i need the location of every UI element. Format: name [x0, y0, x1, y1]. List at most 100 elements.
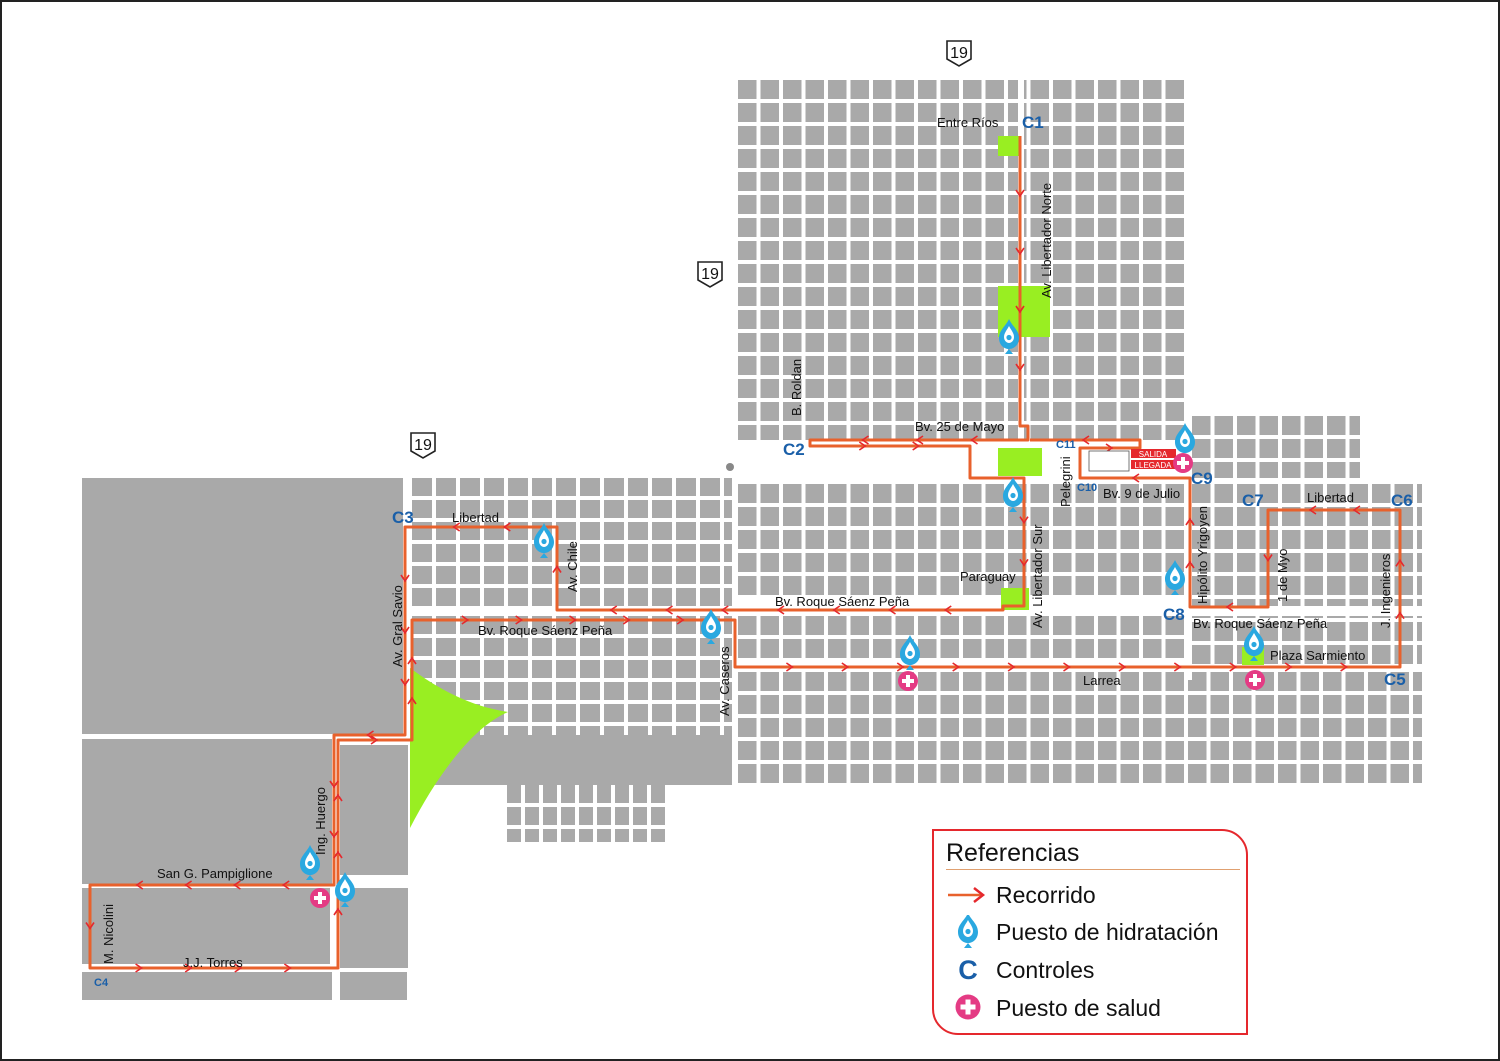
control-c1[interactable]: C1 [1022, 113, 1044, 132]
control-c9[interactable]: C9 [1191, 469, 1213, 488]
city-block [1030, 80, 1049, 99]
control-points[interactable]: C1 C2 C3 C4 C5 C6 C7 C8 C9 C10 C11 [94, 113, 1413, 989]
control-c3[interactable]: C3 [392, 508, 414, 527]
control-c7[interactable]: C7 [1242, 491, 1264, 510]
city-block [918, 218, 937, 237]
city-block [1030, 764, 1049, 783]
city-block [1210, 741, 1229, 760]
city-block [850, 195, 869, 214]
city-block [1120, 553, 1139, 572]
street-roque-saenz-pena-east: Bv. Roque Sáenz Peña [1193, 616, 1328, 631]
city-block [963, 507, 982, 526]
control-c4[interactable]: C4 [94, 977, 109, 989]
city-block [783, 576, 802, 595]
city-block [985, 218, 1004, 237]
city-block-large [340, 888, 408, 968]
city-block [1165, 616, 1184, 635]
city-block [873, 576, 892, 595]
city-block [1098, 195, 1117, 214]
city-block [918, 126, 937, 145]
city-block [436, 660, 456, 678]
city-block [895, 379, 914, 398]
city-block [652, 660, 672, 678]
city-block [1394, 645, 1413, 664]
city-block [895, 553, 914, 572]
city-block [1053, 741, 1072, 760]
city-block [850, 80, 869, 99]
route-arrow [888, 605, 896, 615]
city-block [1075, 764, 1094, 783]
city-block [700, 544, 720, 562]
city-block [1210, 718, 1229, 737]
city-block [724, 566, 735, 584]
city-block [850, 553, 869, 572]
city-block [1098, 356, 1117, 375]
city-block [940, 333, 959, 352]
green-space-plaza-central [998, 448, 1042, 476]
city-block [1120, 402, 1139, 421]
city-block [963, 264, 982, 283]
city-block [532, 588, 552, 606]
city-block [985, 264, 1004, 283]
city-block [1075, 218, 1094, 237]
control-c8[interactable]: C8 [1163, 605, 1185, 624]
health-cross-icon[interactable] [1173, 453, 1193, 473]
city-block [508, 726, 528, 735]
route-arrow [896, 662, 905, 672]
city-block [532, 478, 552, 496]
city-block [783, 356, 802, 375]
city-block [484, 500, 504, 518]
city-block [1349, 507, 1368, 526]
city-block [1143, 172, 1162, 191]
city-block [556, 638, 576, 656]
city-block [895, 718, 914, 737]
city-block [1098, 639, 1117, 658]
control-c10[interactable]: C10 [1077, 482, 1097, 494]
health-cross-icon[interactable] [898, 671, 918, 691]
city-block [1143, 195, 1162, 214]
city-block [918, 507, 937, 526]
city-block [1143, 264, 1162, 283]
route-arrow [1229, 662, 1238, 672]
city-block [828, 356, 847, 375]
city-block [1304, 553, 1323, 572]
city-block [805, 484, 824, 503]
route-arrow [1015, 189, 1025, 198]
route-shield-middle: 19 [697, 261, 723, 288]
health-cross-icon[interactable] [1245, 670, 1265, 690]
city-block [1165, 126, 1184, 145]
city-block [1210, 695, 1229, 714]
city-block [532, 704, 552, 722]
city-block [556, 682, 576, 700]
control-c6[interactable]: C6 [1391, 491, 1413, 510]
city-block [760, 80, 779, 99]
city-block [918, 639, 937, 658]
city-block [1075, 639, 1094, 658]
street-j-ingenieros: J. Ingenieros [1378, 553, 1393, 628]
city-block [738, 576, 757, 595]
city-block [738, 718, 757, 737]
street-bv-9-de-julio: Bv. 9 de Julio [1103, 486, 1180, 501]
control-c11[interactable]: C11 [1056, 439, 1076, 451]
city-block [1030, 616, 1049, 635]
city-block [940, 576, 959, 595]
city-block [525, 807, 539, 825]
city-block [985, 616, 1004, 635]
city-block [918, 718, 937, 737]
city-block [1345, 718, 1364, 737]
city-block [700, 704, 720, 722]
city-block [1327, 507, 1346, 526]
health-cross-icon[interactable] [310, 888, 330, 908]
control-c5[interactable]: C5 [1384, 670, 1406, 689]
city-block [1372, 553, 1391, 572]
city-block [507, 785, 521, 803]
control-c2[interactable]: C2 [783, 440, 805, 459]
city-block [580, 566, 600, 584]
city-block [940, 126, 959, 145]
city-block [850, 287, 869, 306]
city-block [1300, 672, 1319, 691]
city-block [1327, 576, 1346, 595]
city-block [963, 530, 982, 549]
city-block [828, 126, 847, 145]
